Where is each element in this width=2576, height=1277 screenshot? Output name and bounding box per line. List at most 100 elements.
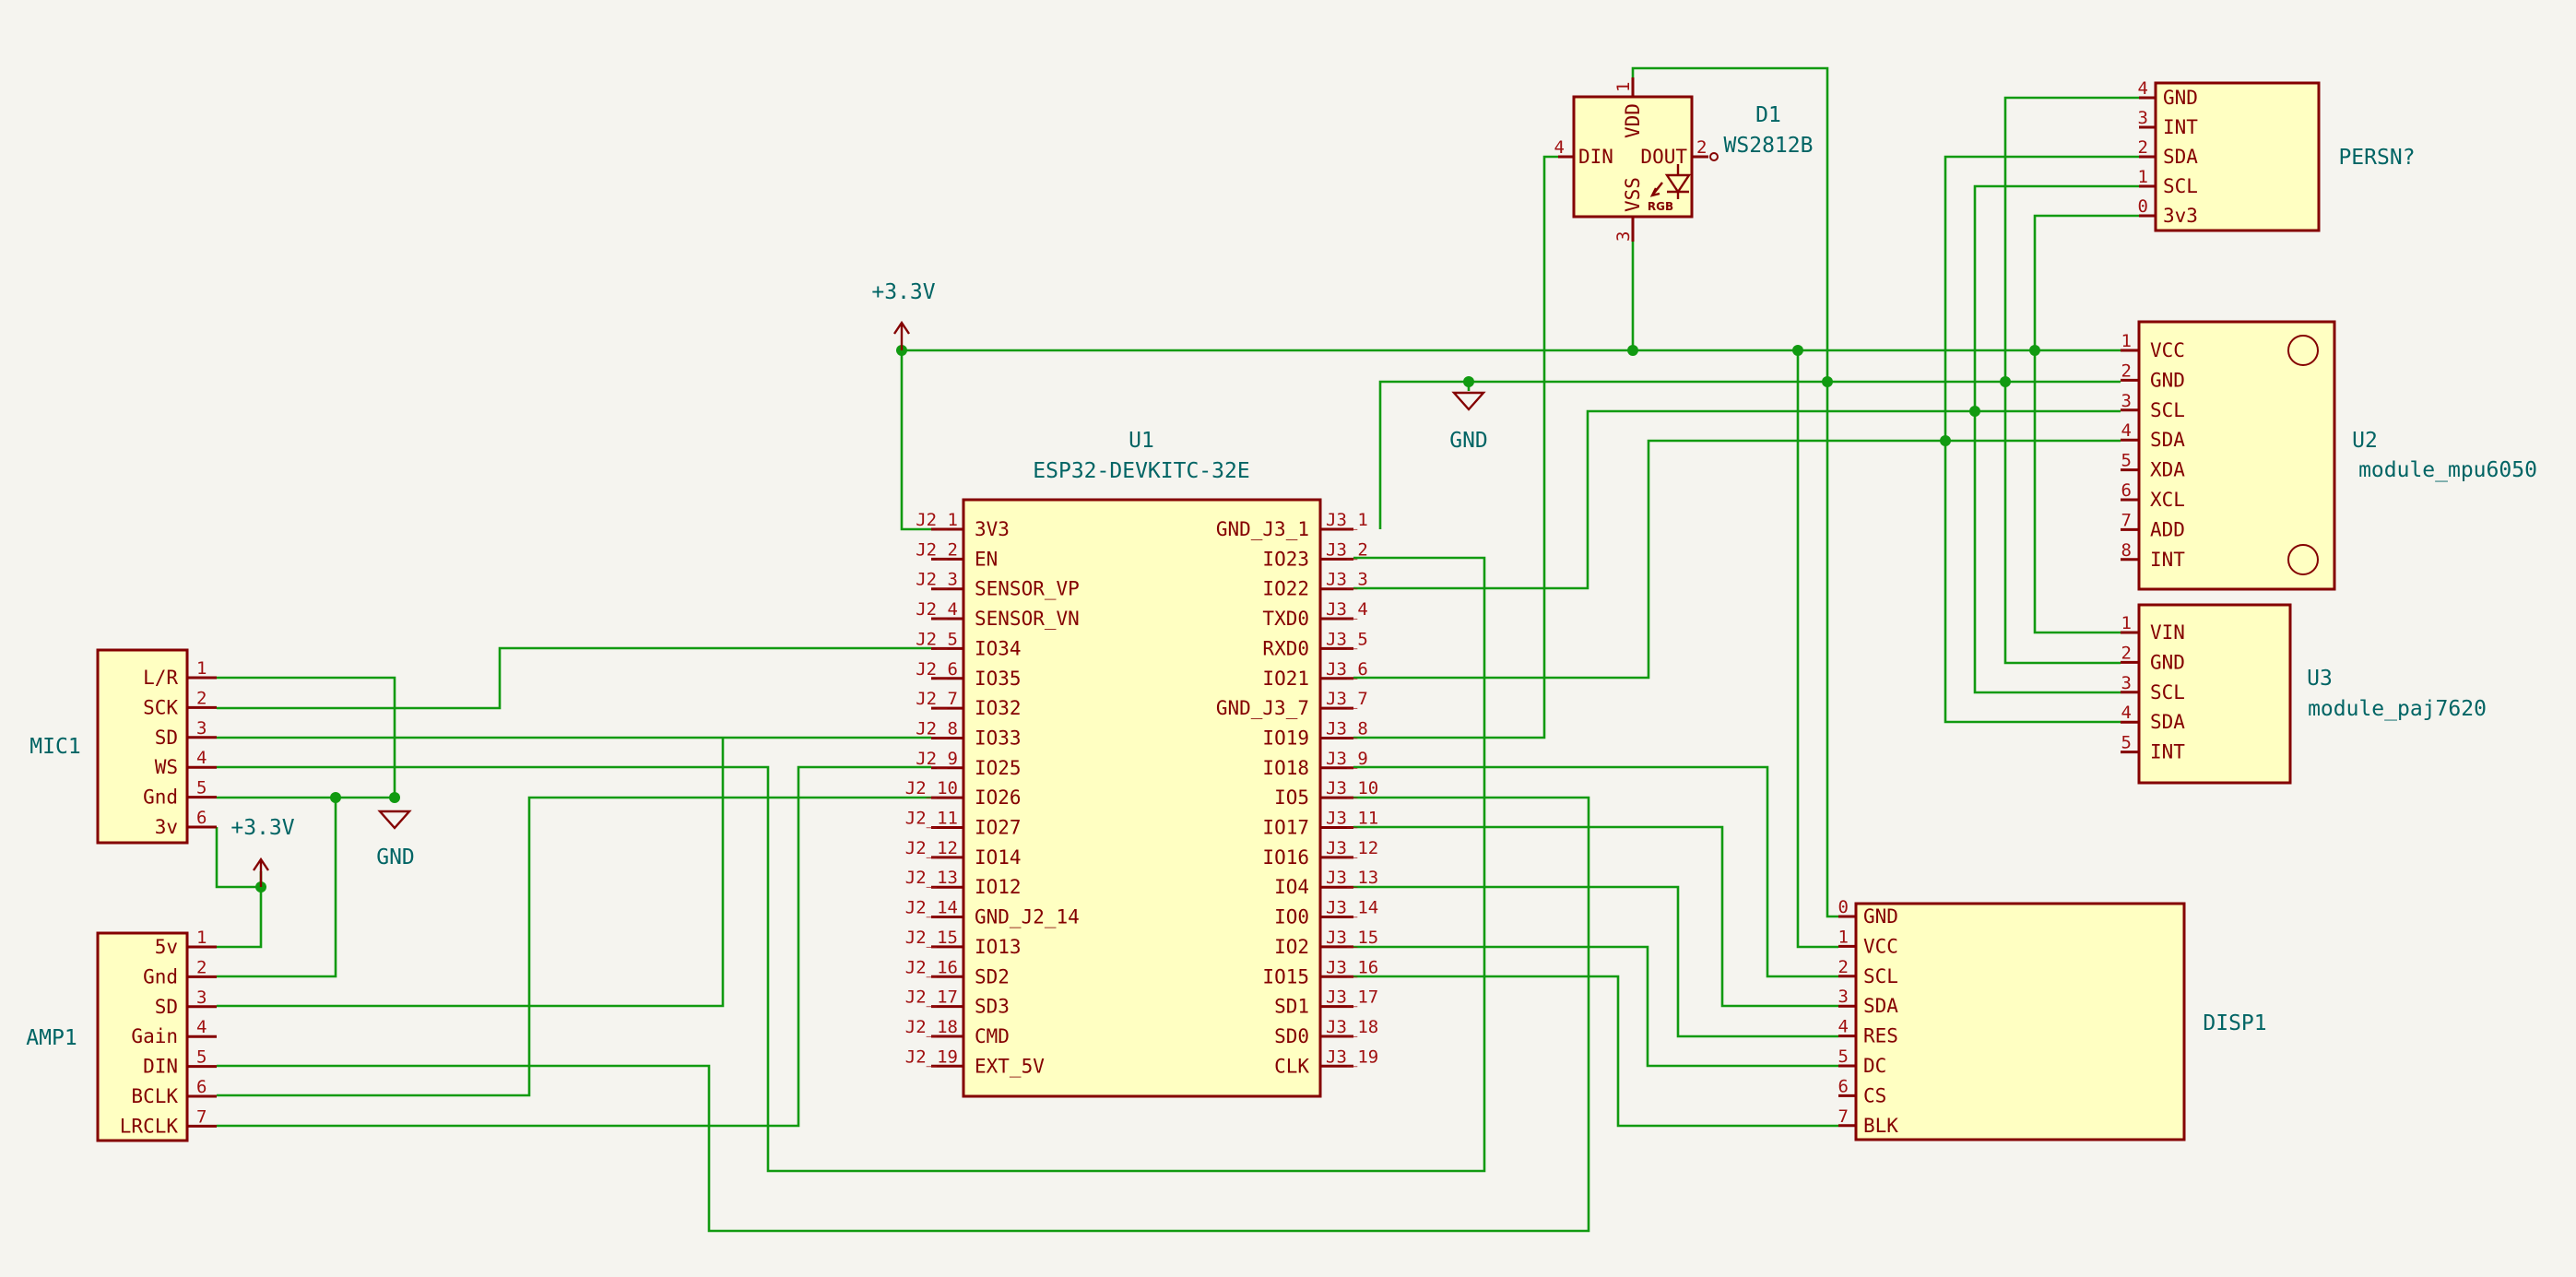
wire-sda-u3[interactable] <box>1944 441 2121 724</box>
wire-gnd-u3[interactable] <box>2003 382 2121 665</box>
gnd-symbol-mic[interactable]: GND <box>376 810 415 869</box>
pin[interactable]: DC5 <box>1838 1046 1887 1077</box>
wire-scl-u3[interactable] <box>1973 411 2121 694</box>
wire-amp-lrclk[interactable] <box>217 765 931 1128</box>
wire-gnd-to-disp[interactable] <box>1826 382 1838 918</box>
wire-amp-din[interactable] <box>217 796 1590 1233</box>
gnd-symbol-center[interactable]: GND <box>1449 391 1488 453</box>
component-u2[interactable]: U2 module_mpu6050 <box>2137 320 2537 591</box>
wire-scl[interactable] <box>1353 409 2121 590</box>
component-u1[interactable]: U1 ESP32-DEVKITC-32E <box>962 429 1322 1098</box>
wire-mic-lr[interactable] <box>217 676 396 800</box>
wire-gnd-to-d1-vdd[interactable] <box>1631 66 1829 382</box>
component-persn[interactable]: PERSN? <box>2154 81 2416 232</box>
wire-gnd-persn[interactable] <box>2003 96 2139 382</box>
wire-disp-res[interactable] <box>1353 885 1838 1038</box>
wire-d1-din[interactable] <box>1353 155 1558 739</box>
wire-3v3-to-esp[interactable] <box>900 350 931 531</box>
wire-mic-sck[interactable] <box>217 646 931 710</box>
wire-3v3-persn[interactable] <box>2033 214 2139 350</box>
wire-disp-sda[interactable] <box>1353 825 1838 1008</box>
wire-sda-persn[interactable] <box>1944 155 2139 441</box>
wire-mic-ws[interactable] <box>217 556 1486 1173</box>
wire-disp-dc[interactable] <box>1353 945 1838 1068</box>
component-u3[interactable]: U3 module_paj7620 <box>2137 603 2487 785</box>
pin[interactable]: CS6 <box>1838 1076 1887 1106</box>
power-3v3-mic[interactable]: +3.3V <box>230 816 295 887</box>
component-mic1[interactable]: MIC1 <box>30 648 189 845</box>
wire-amp-5v[interactable] <box>217 887 263 949</box>
wire-disp-blk[interactable] <box>1353 975 1838 1128</box>
wire-amp-sd[interactable] <box>217 738 725 1008</box>
wire-sda[interactable] <box>1353 439 2121 680</box>
wire-disp-scl[interactable] <box>1353 765 1838 978</box>
component-disp1[interactable]: DISP1 <box>1854 902 2267 1141</box>
